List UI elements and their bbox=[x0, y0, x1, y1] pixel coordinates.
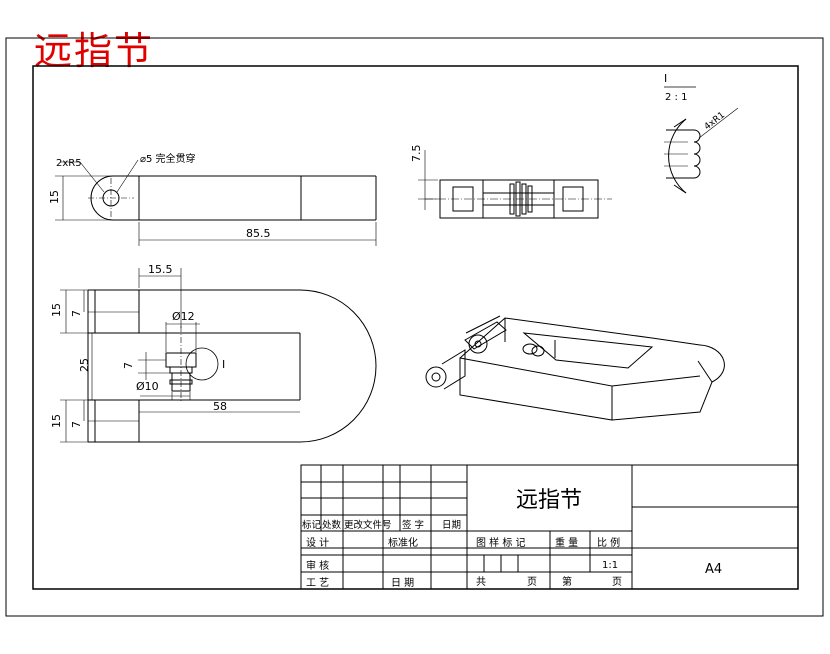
isometric-view bbox=[425, 315, 725, 421]
page-label: 页 bbox=[527, 576, 537, 588]
stage-mark: 图 样 标 记 bbox=[476, 536, 526, 549]
row-date: 日 期 bbox=[391, 577, 414, 589]
row-review: 审 核 bbox=[306, 559, 329, 572]
ratio-value: 1:1 bbox=[602, 560, 618, 571]
top-view bbox=[55, 159, 377, 246]
front-view bbox=[60, 268, 377, 443]
row-process: 工 艺 bbox=[306, 577, 329, 589]
dim-25: 25 bbox=[78, 358, 91, 372]
inner-frame bbox=[32, 65, 799, 590]
dim-phi12: Ø12 bbox=[172, 310, 195, 323]
dim-15-top: 15 bbox=[50, 303, 63, 317]
col-count: 处数 bbox=[322, 519, 342, 531]
dim-7-mid: 7 bbox=[122, 362, 135, 369]
label-2xr5: 2xR5 bbox=[56, 158, 82, 169]
dim-58: 58 bbox=[213, 400, 227, 413]
page-label-2: 页 bbox=[612, 576, 622, 588]
top-length-dim: 85.5 bbox=[246, 227, 271, 240]
title-block bbox=[300, 464, 799, 590]
detail-label: I bbox=[664, 72, 667, 85]
sheet-label: 第 bbox=[562, 575, 572, 588]
detail-view bbox=[664, 86, 739, 194]
title-block-part-name: 远指节 bbox=[516, 488, 582, 513]
dim-15-5: 15.5 bbox=[148, 263, 173, 276]
label-through-hole: ⌀5 完全贯穿 bbox=[140, 152, 196, 165]
detail-radius-note: 4xR1 bbox=[703, 110, 727, 132]
dim-15-bottom: 15 bbox=[50, 414, 63, 428]
col-change: 更改文件号 bbox=[344, 519, 392, 531]
side-view bbox=[418, 150, 612, 219]
col-date: 日期 bbox=[442, 520, 461, 531]
row-design: 设 计 bbox=[306, 536, 329, 549]
detail-circle bbox=[185, 347, 219, 381]
ratio-label: 比 例 bbox=[597, 536, 620, 549]
dim-7-bottom: 7 bbox=[70, 421, 83, 428]
dim-7-top: 7 bbox=[70, 310, 83, 317]
title-block-format: A4 bbox=[705, 562, 722, 577]
side-dim-7-5: 7.5 bbox=[410, 145, 423, 163]
row-standardize: 标准化 bbox=[388, 536, 418, 549]
detail-scale: 2 : 1 bbox=[665, 92, 687, 103]
total-label: 共 bbox=[476, 576, 486, 588]
col-sign: 签 字 bbox=[402, 519, 424, 531]
col-mark: 标记 bbox=[302, 519, 322, 531]
dim-phi10: Ø10 bbox=[136, 380, 159, 393]
weight-label: 重 量 bbox=[555, 536, 578, 549]
detail-marker: I bbox=[222, 358, 225, 371]
outer-frame bbox=[5, 37, 824, 617]
top-height-dim: 15 bbox=[48, 190, 61, 204]
